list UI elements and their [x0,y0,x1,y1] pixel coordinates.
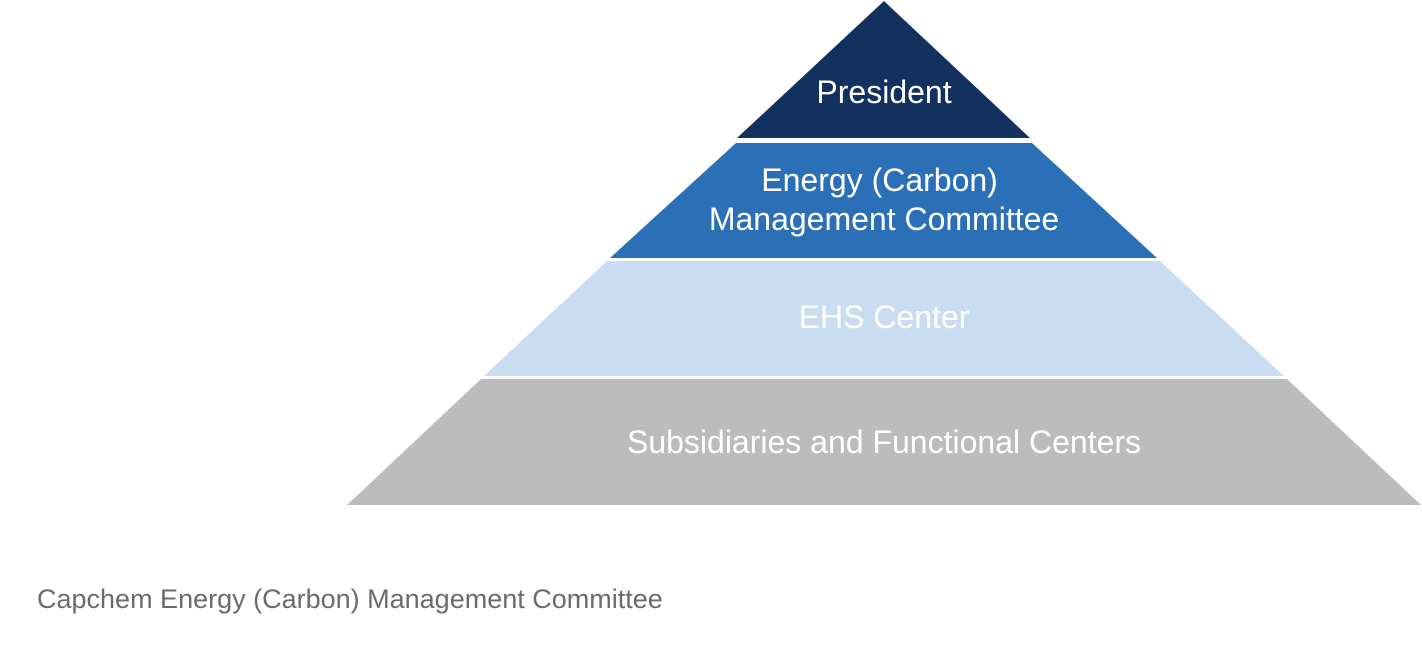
pyramid-level-president: President [737,1,1030,138]
org-pyramid-diagram: President Energy (Carbon) Management Com… [347,1,1421,505]
pyramid-level-energy-committee: Energy (Carbon) Management Committee [610,143,1157,258]
label-line: Subsidiaries and Functional Centers [627,424,1141,460]
pyramid-level-shape [610,143,1157,258]
pyramid-level-shape [347,379,1421,505]
pyramid-level-shape [737,1,1030,138]
pyramid-level-label: President [816,74,951,110]
pyramid-level-label: Energy (Carbon) Management Committee [709,162,1059,237]
label-line: Energy (Carbon) [761,162,998,198]
pyramid-level-label: Subsidiaries and Functional Centers [627,424,1141,460]
diagram-caption: Capchem Energy (Carbon) Management Commi… [37,584,663,614]
pyramid-level-label: EHS Center [799,299,970,335]
label-line: Management Committee [709,201,1059,237]
pyramid-level-shape [484,261,1284,376]
label-line: President [816,74,951,110]
label-line: EHS Center [799,299,970,335]
pyramid-level-ehs-center: EHS Center [484,261,1284,376]
pyramid-level-subsidiaries: Subsidiaries and Functional Centers [347,379,1421,505]
